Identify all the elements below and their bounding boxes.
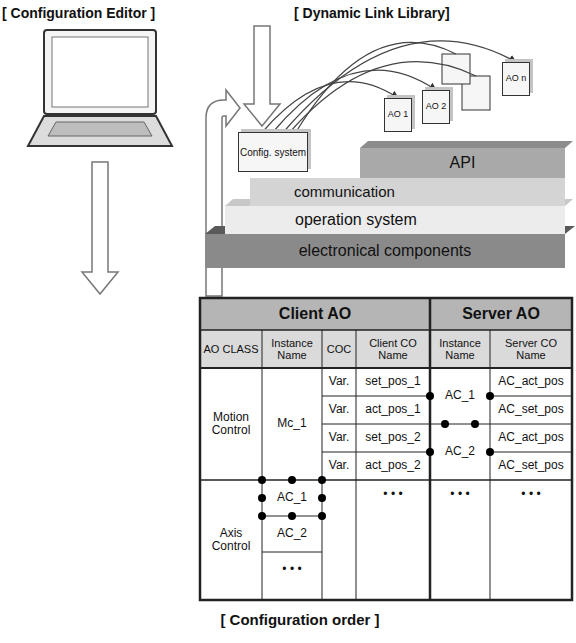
- ao-box: AO 2: [422, 90, 450, 124]
- module-box: Config. system: [238, 132, 308, 172]
- link-dot: [318, 494, 326, 502]
- link-dot: [318, 512, 326, 520]
- grid-line: [262, 552, 322, 553]
- table-cell: Motion Control: [200, 368, 262, 480]
- node-text: AO n: [506, 74, 527, 84]
- laptop-display: [52, 37, 148, 107]
- table-grid: [200, 298, 572, 600]
- laptop-screen: [44, 30, 156, 114]
- table-cell: AC_act_pos: [490, 368, 572, 396]
- table-cell: • • •: [262, 552, 322, 588]
- grid-line: [322, 452, 430, 453]
- grid-line: [322, 396, 430, 397]
- table-cell: AC_2: [262, 516, 322, 552]
- section-label: [ Dynamic Link Library]: [292, 4, 572, 24]
- ao-box: AO n: [502, 62, 530, 96]
- hollow-arrow: [82, 162, 118, 294]
- link-line: [263, 82, 399, 132]
- node-text: Config. system: [240, 147, 306, 158]
- link-line: [284, 41, 517, 132]
- layer-band: operation system: [225, 206, 565, 234]
- grid-line: [322, 330, 323, 600]
- link-dot: [258, 476, 266, 484]
- table-cell: AC_set_pos: [490, 396, 572, 424]
- grid-line: [200, 329, 572, 331]
- table-cell: Var.: [322, 452, 356, 480]
- hollow-arrow: [244, 26, 280, 126]
- grid-line: [356, 330, 357, 600]
- grid-line: [490, 330, 491, 600]
- table-header: Server CO Name: [490, 330, 572, 368]
- laptop: [28, 30, 172, 146]
- table-header: [200, 298, 572, 330]
- table-cell: Mc_1: [262, 368, 322, 480]
- table-header: AO CLASS: [200, 330, 262, 368]
- node-text: operation system: [295, 211, 417, 229]
- table-cell: AC_1: [430, 368, 490, 424]
- grid-line: [200, 367, 572, 369]
- laptop-base: [28, 116, 172, 146]
- link-dot: [258, 512, 266, 520]
- table-border: [200, 298, 572, 600]
- table-cell: • • •: [490, 480, 572, 510]
- table-cell: Var.: [322, 368, 356, 396]
- table-cell: set_pos_2: [356, 424, 430, 452]
- caption: [ Configuration order ]: [150, 608, 450, 632]
- link-dot: [471, 420, 479, 428]
- link-dot: [441, 420, 449, 428]
- link-line: [273, 70, 436, 132]
- ao-box: AO 1: [384, 98, 412, 132]
- table-header: Instance Name: [430, 330, 490, 368]
- link-dot: [426, 448, 434, 456]
- layer-band: API: [360, 148, 565, 178]
- node-text: electronical components: [299, 242, 472, 260]
- ao-box: [442, 54, 470, 84]
- table-header: Client CO Name: [356, 330, 430, 368]
- link-dot: [288, 476, 296, 484]
- grid-line: [322, 424, 430, 425]
- link-dot: [486, 448, 494, 456]
- layer-band: electronical components: [205, 234, 565, 268]
- table-cell: Var.: [322, 396, 356, 424]
- node-text: API: [450, 154, 476, 172]
- slab-edge: [360, 141, 573, 148]
- table-header: COC: [322, 330, 356, 368]
- table-header: Server AO: [430, 298, 572, 330]
- table-cell: act_pos_2: [356, 452, 430, 480]
- link-dot: [426, 392, 434, 400]
- table-cell: AC_set_pos: [490, 452, 572, 480]
- table-cell: AC_act_pos: [490, 424, 572, 452]
- table-cell: act_pos_1: [356, 396, 430, 424]
- table-header: Instance Name: [262, 330, 322, 368]
- table-header: Client AO: [200, 298, 430, 330]
- section-label: [ Configuration Editor ]: [0, 4, 210, 24]
- grid-line: [262, 330, 263, 600]
- node-text: communication: [294, 184, 395, 201]
- node-text: AO 1: [388, 110, 409, 120]
- grid-line: [490, 452, 572, 453]
- link-dot: [258, 494, 266, 502]
- grid-line: [490, 396, 572, 397]
- table-cell: Var.: [322, 424, 356, 452]
- table-cell: • • •: [430, 480, 490, 510]
- table-cell: • • •: [356, 480, 430, 510]
- grid-line: [200, 479, 572, 481]
- layer-band: communication: [250, 178, 565, 206]
- link-dot: [318, 476, 326, 484]
- table-cell: set_pos_1: [356, 368, 430, 396]
- table-cell: Axis Control: [200, 480, 262, 600]
- table-cell: AC_2: [430, 424, 490, 480]
- link-dots: [258, 392, 494, 520]
- link-dot: [288, 512, 296, 520]
- link-dot: [486, 392, 494, 400]
- table-cell: AC_1: [262, 480, 322, 516]
- table-header: [200, 330, 572, 368]
- laptop-keyboard: [48, 122, 152, 136]
- grid-line: [430, 424, 572, 425]
- node-text: AO 2: [426, 102, 447, 112]
